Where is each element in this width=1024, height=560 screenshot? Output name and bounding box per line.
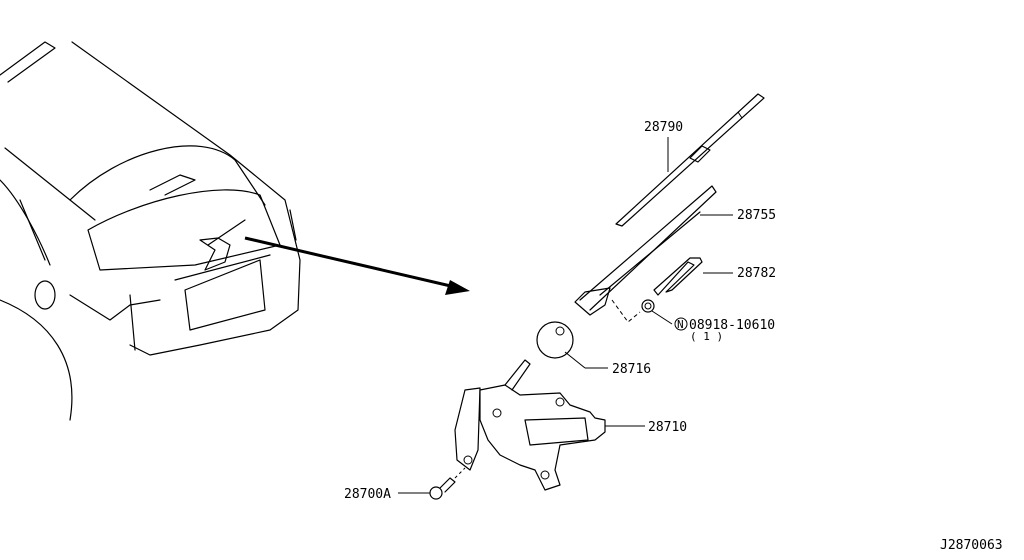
vehicle-rear-illustration: [0, 41, 301, 421]
n-symbol-icon: [674, 317, 688, 331]
diagram-code: J2870063: [940, 538, 1003, 553]
part-label-28700a: 28700A: [344, 487, 391, 502]
part-label-28782: 28782: [737, 266, 776, 281]
leader-lines: [398, 137, 733, 494]
pivot-cap-drawing: [536, 321, 574, 359]
part-label-28755: 28755: [737, 208, 776, 223]
part-label-28716: 28716: [612, 362, 651, 377]
nut-drawing: [611, 299, 655, 323]
part-label-08918-10610: 08918-10610: [689, 318, 775, 333]
part-label-28790: 28790: [644, 120, 683, 135]
nut-prefix: N: [677, 318, 684, 331]
arm-cap-drawing: [653, 257, 703, 296]
detail-arrow: [244, 236, 470, 295]
wiper-motor-drawing: [454, 359, 606, 491]
bolt-drawing: [429, 467, 466, 500]
wiper-blade-drawing: [615, 93, 765, 227]
part-label-28710: 28710: [648, 420, 687, 435]
wiper-arm-drawing: [574, 185, 717, 316]
part-qty-08918-10610: ( 1 ): [690, 330, 723, 343]
